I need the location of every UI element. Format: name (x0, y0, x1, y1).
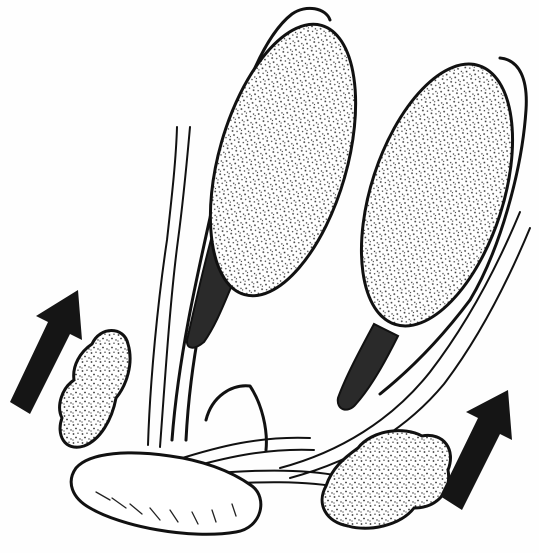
right-testis (332, 45, 539, 344)
urethra (71, 453, 261, 534)
left-duct (148, 127, 190, 447)
left-seminal-gland (60, 331, 130, 448)
right-epididymis (338, 324, 398, 410)
